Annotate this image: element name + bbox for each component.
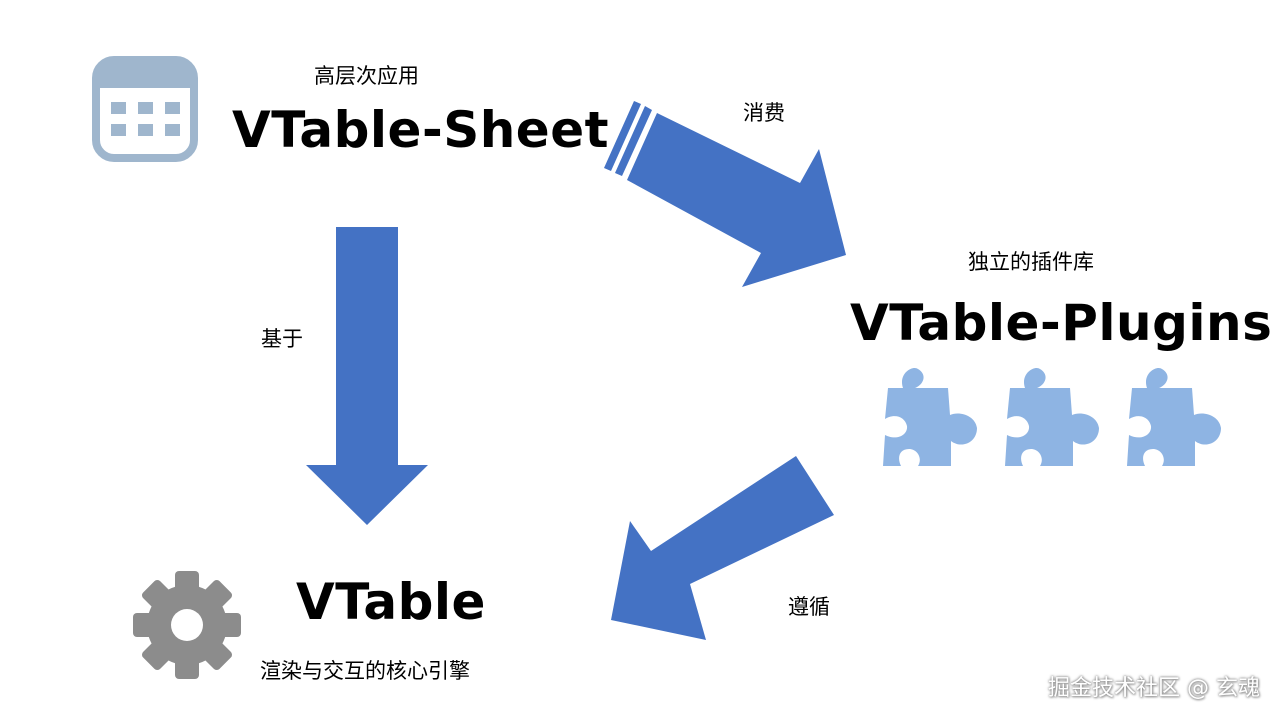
gear-icon — [133, 571, 241, 679]
calendar-grid-icon — [92, 56, 198, 162]
edge-label-consume: 消费 — [743, 101, 785, 125]
arrow-follow — [611, 456, 834, 640]
arrow-consume — [604, 101, 846, 287]
puzzle-piece-icon — [883, 367, 1221, 466]
sheet-title: VTable-Sheet — [232, 101, 610, 159]
plugins-caption: 独立的插件库 — [968, 250, 1094, 274]
watermark: 掘金技术社区 @ 玄魂 — [1048, 676, 1260, 701]
sheet-caption: 高层次应用 — [314, 64, 419, 88]
edge-label-follow: 遵循 — [788, 595, 830, 619]
edge-label-based-on: 基于 — [261, 327, 303, 351]
arrow-based-on — [306, 227, 428, 525]
plugins-title: VTable-Plugins — [850, 294, 1273, 352]
vtable-caption: 渲染与交互的核心引擎 — [260, 659, 470, 683]
vtable-title: VTable — [296, 573, 486, 631]
